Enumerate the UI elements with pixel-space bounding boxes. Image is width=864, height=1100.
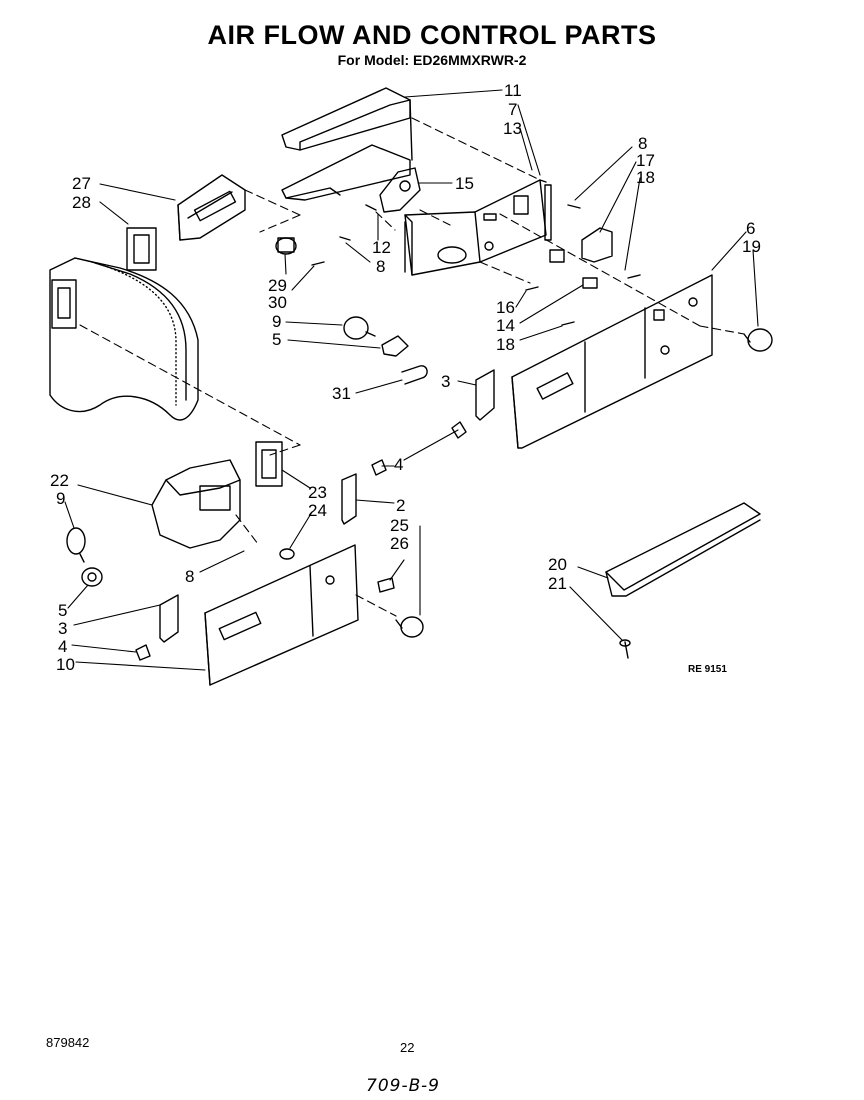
clip-31: [402, 366, 427, 384]
control-panel-left: [205, 545, 358, 685]
socket-upper: [382, 336, 408, 356]
gasket: [127, 228, 156, 270]
callout-6: 6: [746, 219, 755, 238]
callout-19: 19: [742, 237, 761, 256]
callout-16: 16: [496, 298, 515, 317]
callout-5-upper: 5: [272, 330, 281, 349]
callout-8-upper: 8: [638, 134, 647, 153]
lamp-socket-upper: [276, 238, 296, 254]
callout-numbers: 11 7 13 15 8 17 18 27 28 12 8 6 19 29 30…: [50, 81, 761, 675]
part-number: 879842: [46, 1035, 90, 1050]
bracket-3-upper: [476, 370, 494, 420]
label-26: [378, 578, 394, 592]
callout-5-lower: 5: [58, 601, 67, 620]
control-knob-25: [396, 617, 423, 637]
socket-lower: [82, 568, 102, 586]
lamp-4-lower-left: [136, 645, 150, 660]
callout-3-lower: 3: [58, 619, 67, 638]
callout-21: 21: [548, 574, 567, 593]
bulb-upper: [344, 317, 375, 339]
switch-14: [583, 278, 597, 288]
air-duct-cover: [282, 88, 412, 160]
callout-23: 23: [308, 483, 327, 502]
callout-30: 30: [268, 293, 287, 312]
callout-11: 11: [504, 81, 522, 100]
callout-2: 2: [396, 496, 405, 515]
bracket-2: [342, 474, 356, 524]
callout-25: 25: [390, 516, 409, 535]
screw-21: [620, 640, 630, 658]
callout-4-lower: 4: [58, 637, 67, 656]
callout-13: 13: [503, 119, 522, 138]
callout-18-lower: 18: [496, 335, 515, 354]
callout-8-mid: 8: [376, 257, 385, 276]
lamp-4-upper: [452, 422, 466, 438]
callout-12: 12: [372, 238, 391, 257]
callout-20: 20: [548, 555, 567, 574]
callout-4-mid: 4: [394, 455, 403, 474]
callout-26: 26: [390, 534, 409, 553]
damper-motor: [380, 168, 551, 240]
leader-lines: [65, 90, 758, 670]
callout-15: 15: [455, 174, 474, 193]
callout-3-upper: 3: [441, 372, 450, 391]
light-housing-22: [152, 460, 240, 548]
gasket-23: [256, 442, 282, 486]
drawing-reference: RE 9151: [688, 664, 727, 675]
callout-9-upper: 9: [272, 312, 281, 331]
callout-22: 22: [50, 471, 69, 490]
control-panel-right: [512, 275, 712, 448]
washer-24: [280, 549, 294, 559]
handwritten-note: 709-B-9: [366, 1076, 440, 1096]
thermostat-control: [550, 228, 612, 262]
control-knob-19: [744, 329, 772, 351]
callout-8-lower: 8: [185, 567, 194, 586]
callout-18-upper: 18: [636, 168, 655, 187]
callout-17: 17: [636, 151, 655, 170]
callout-27: 27: [72, 174, 91, 193]
lamp-4-lower: [372, 460, 386, 475]
callout-14: 14: [496, 316, 515, 335]
page-number: 22: [400, 1040, 415, 1055]
callout-7: 7: [508, 100, 517, 119]
trim-strip: [606, 503, 760, 596]
callout-9-lower: 9: [56, 489, 65, 508]
callout-29: 29: [268, 276, 287, 295]
callout-24: 24: [308, 501, 327, 520]
callout-31: 31: [332, 384, 351, 403]
damper-housing: [282, 145, 546, 275]
bulb-lower: [67, 528, 85, 562]
control-knob-housing: [178, 175, 245, 240]
cabinet-liner: [50, 258, 198, 420]
callout-10: 10: [56, 655, 75, 674]
screws-upper: [312, 205, 640, 325]
assembly-lines: [80, 118, 744, 616]
callout-28: 28: [72, 193, 91, 212]
page-title: AIR FLOW AND CONTROL PARTS: [207, 20, 657, 50]
bracket-3-lower: [160, 595, 178, 642]
model-subtitle: For Model: ED26MMXRWR-2: [337, 52, 527, 68]
